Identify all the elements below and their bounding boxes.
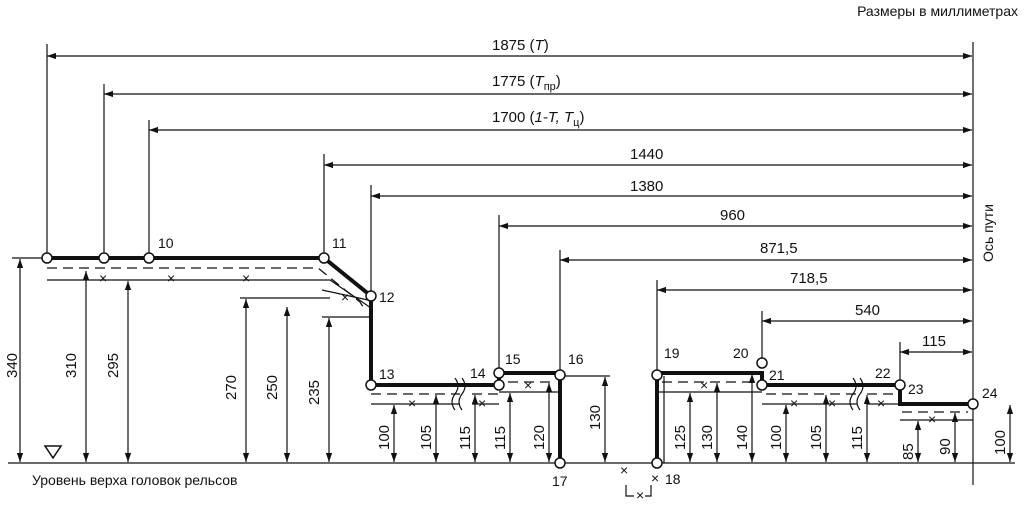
svg-text:×: × (242, 270, 250, 286)
vdim-125: 125 (672, 425, 689, 450)
vdim-100c: 100 (992, 430, 1009, 455)
vdim-130b: 130 (699, 425, 716, 450)
break-marks (451, 377, 864, 411)
dim-540: 540 (855, 302, 880, 319)
level-triangle-icon (43, 445, 63, 460)
vertical-dimensions: 340 310 295 270 250 235 100 105 115 115 … (4, 257, 1014, 462)
dim-871-5: 871,5 (760, 240, 798, 257)
vdim-90: 90 (937, 438, 954, 455)
vdim-100a: 100 (376, 425, 393, 450)
vdim-270: 270 (223, 375, 240, 400)
svg-text:×: × (828, 395, 836, 411)
svg-text:×: × (636, 487, 644, 503)
dim-1440: 1440 (630, 146, 663, 163)
point-16: 16 (568, 351, 584, 367)
point-18: 18 (665, 471, 681, 487)
dim-960: 960 (720, 207, 745, 224)
point-24: 24 (982, 385, 998, 401)
svg-text:×: × (524, 377, 532, 393)
outer-contour-thin (47, 279, 973, 463)
point-17: 17 (552, 473, 568, 489)
vdim-100b: 100 (768, 425, 785, 450)
point-labels: 10 11 12 13 14 15 16 17 18 19 20 21 22 2… (158, 235, 998, 489)
extension-lines (46, 44, 901, 385)
point-14: 14 (470, 365, 486, 381)
point-13: 13 (379, 366, 395, 382)
vdim-105b: 105 (808, 425, 825, 450)
svg-text:×: × (408, 395, 416, 411)
vdim-140: 140 (734, 425, 751, 450)
svg-text:×: × (928, 411, 936, 427)
svg-text:×: × (478, 395, 486, 411)
vdim-115a: 115 (457, 426, 474, 450)
vdim-340: 340 (4, 353, 21, 378)
svg-text:×: × (620, 462, 628, 478)
svg-text:×: × (651, 470, 659, 486)
point-22: 22 (875, 365, 891, 381)
dim-1875: 1875 (T) (492, 37, 549, 54)
dim-718-5: 718,5 (790, 270, 828, 287)
contour-nodes (41, 252, 979, 469)
point-11: 11 (332, 235, 347, 251)
rail-level-label: Уровень верха головок рельсов (32, 472, 237, 488)
vdim-130a: 130 (587, 405, 604, 430)
dim-1775: 1775 (Tпр) (492, 73, 561, 93)
svg-text:×: × (877, 395, 885, 411)
track-axis-label: Ось пути (980, 204, 996, 262)
point-20: 20 (733, 345, 749, 361)
vdim-105a: 105 (418, 425, 435, 450)
cross-marks: × × × × × × × × × × × × × × × (99, 270, 936, 503)
point-10: 10 (158, 235, 174, 251)
horizontal-dimensions: 1875 (T) 1775 (Tпр) 1700 (1-T, Tц) 1440 … (47, 37, 972, 356)
svg-text:×: × (700, 377, 708, 393)
vdim-235: 235 (306, 380, 323, 405)
point-21: 21 (769, 367, 785, 383)
point-23: 23 (908, 381, 924, 397)
dim-115: 115 (922, 333, 946, 350)
point-19: 19 (664, 345, 680, 361)
units-note: Размеры в миллиметрах (857, 3, 1018, 19)
bracket-17-18 (625, 485, 652, 497)
vdim-115c: 115 (849, 426, 866, 450)
vdim-295: 295 (105, 353, 122, 378)
vdim-250: 250 (264, 375, 281, 400)
vdim-310: 310 (63, 353, 80, 378)
svg-text:×: × (341, 289, 349, 305)
svg-text:×: × (167, 270, 175, 286)
vdim-115b: 115 (492, 426, 509, 450)
svg-text:×: × (99, 270, 107, 286)
vdim-85: 85 (900, 443, 917, 460)
dim-1700: 1700 (1-T, Tц) (492, 109, 584, 129)
point-15: 15 (505, 351, 521, 367)
svg-text:×: × (790, 395, 798, 411)
dim-1380: 1380 (630, 178, 663, 195)
point-12: 12 (379, 289, 395, 305)
vdim-120: 120 (531, 425, 548, 450)
